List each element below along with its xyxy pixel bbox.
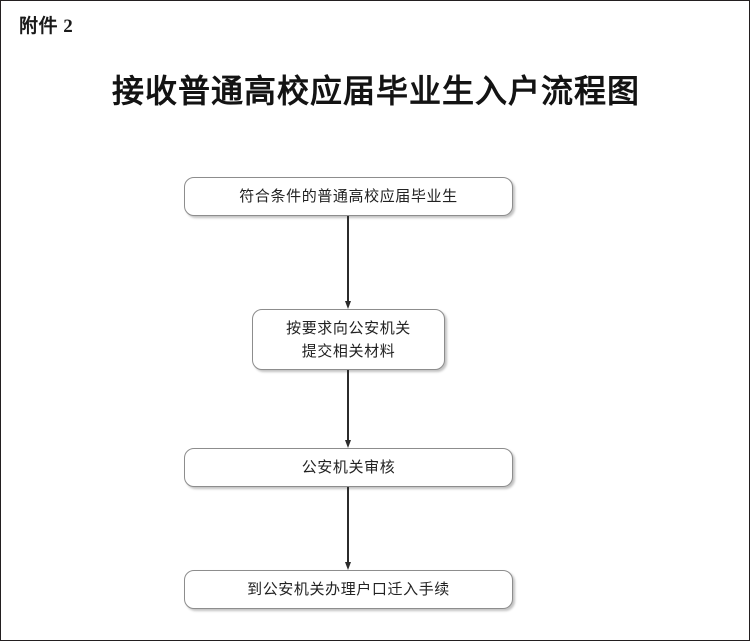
flow-node-household-transfer: 到公安机关办理户口迁入手续 [184,570,513,609]
flow-node-label: 到公安机关办理户口迁入手续 [247,581,450,598]
connector-arrow-1 [345,216,352,309]
flow-node-label: 公安机关审核 [301,459,396,476]
arrow-head-icon [345,440,351,448]
attachment-label: 附件 2 [19,16,74,37]
page-title: 接收普通高校应届毕业生入户流程图 [111,73,640,109]
arrow-head-icon [345,301,351,309]
flow-node-police-review: 公安机关审核 [184,448,513,487]
connector-arrow-2 [345,370,352,448]
flow-node-eligible-graduate: 符合条件的普通高校应届毕业生 [184,177,513,216]
connector-arrow-3 [345,487,352,570]
arrow-head-icon [345,562,351,570]
connector-line [347,216,349,301]
connector-line [347,370,349,440]
flow-node-label: 符合条件的普通高校应届毕业生 [239,188,458,205]
connector-line [347,487,349,562]
flow-node-label: 按要求向公安机关 提交相关材料 [286,319,411,360]
flow-node-submit-materials: 按要求向公安机关 提交相关材料 [252,309,445,370]
